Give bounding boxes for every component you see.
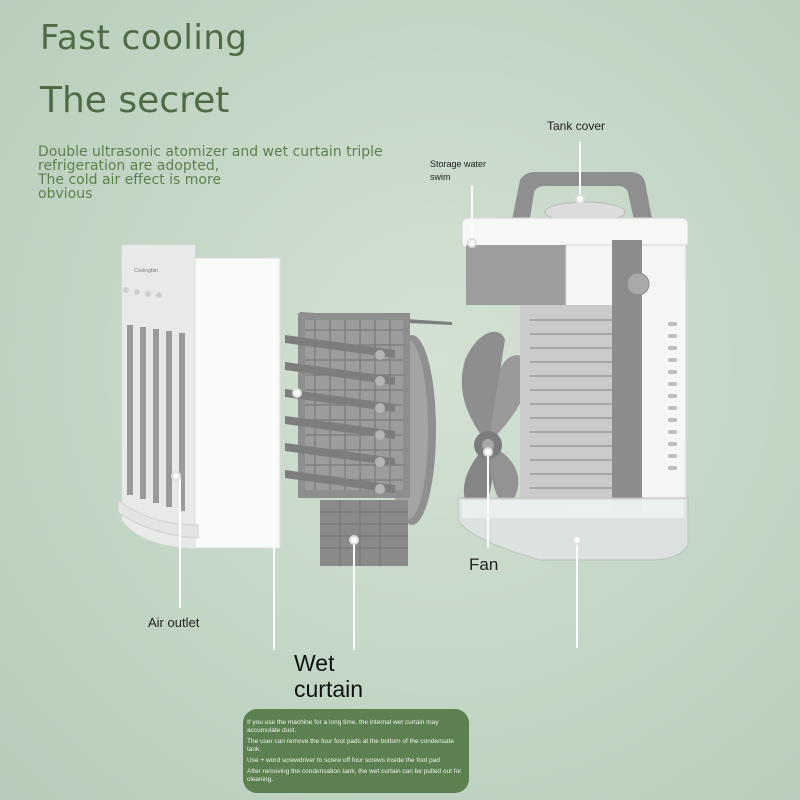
leader-lines <box>171 142 585 650</box>
description-line: refrigeration are adopted, <box>38 158 220 174</box>
callout-wet-line: curtain <box>294 676 364 702</box>
feature-description: Double ultrasonic atomizer and wet curta… <box>38 145 398 201</box>
description-line: The cold air effect is more <box>38 172 222 188</box>
note-paragraph: Use + word screwdriver to screw off four… <box>247 757 440 764</box>
headline-fast-cooling: Fast cooling <box>40 18 248 58</box>
callout-wet-curtain: Wet curtain <box>294 650 414 702</box>
cleaning-note-box: If you use the machine for a long time, … <box>243 709 469 793</box>
wet-curtain <box>285 312 452 566</box>
main-body <box>457 172 689 561</box>
louver-slats <box>127 325 185 511</box>
description-line: Double ultrasonic atomizer and wet curta… <box>38 144 383 160</box>
callout-storage-line: swim <box>430 172 451 182</box>
headline-the-secret: The secret <box>40 80 230 121</box>
note-paragraph: If you use the machine for a long time, … <box>247 719 439 734</box>
callout-tank-cover: Tank cover <box>547 119 606 133</box>
brand-label: Coolingfan <box>134 268 158 274</box>
description-line: obvious <box>38 186 93 202</box>
note-paragraph: After removing the condensation tank, th… <box>247 768 462 783</box>
callout-fan: Fan <box>469 555 499 574</box>
callout-storage-water: Storage water swim <box>430 158 510 184</box>
callout-air-outlet: Air outlet <box>148 615 200 630</box>
fan-blades <box>461 331 529 513</box>
callout-wet-line: Wet <box>294 650 335 676</box>
callout-storage-line: Storage water <box>430 159 487 169</box>
note-paragraph: The user can remove the four foot pads a… <box>247 738 455 753</box>
control-buttons <box>123 287 162 298</box>
front-panel: Coolingfan <box>117 244 281 549</box>
